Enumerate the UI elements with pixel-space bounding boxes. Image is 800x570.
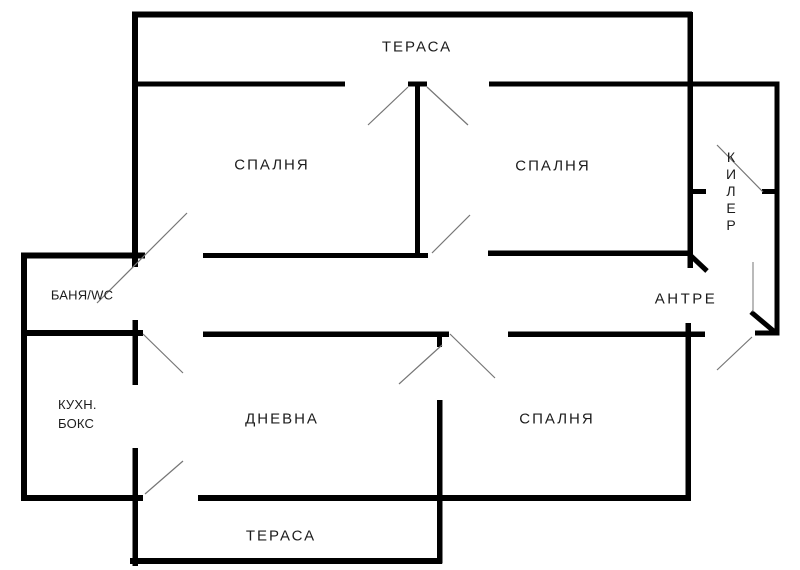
room-label-dnevna: ДНЕВНА (245, 410, 319, 428)
door-swing (449, 333, 496, 379)
door-swing (426, 86, 469, 126)
door-swing (142, 333, 184, 374)
door-swing (716, 144, 764, 193)
room-label-bedroom-top-right: СПАЛНЯ (515, 157, 591, 175)
door-swing (398, 344, 443, 385)
room-label-antre: АНТРЕ (654, 290, 718, 308)
door-swing (431, 214, 471, 254)
door-swing (144, 460, 184, 495)
door-swing (367, 86, 409, 126)
door-leaf (749, 310, 778, 335)
room-label-kitchen-box: КУХН. БОКС (58, 397, 97, 431)
door-swing (716, 336, 753, 371)
room-label-bedroom-top-left: СПАЛНЯ (234, 156, 310, 174)
door-leaf (687, 252, 709, 273)
room-label-banya-wc: БАНЯ/WC (50, 287, 114, 303)
room-label-bedroom-bottom: СПАЛНЯ (519, 410, 595, 428)
room-label-terrace-top: ТЕРАСА (381, 38, 453, 56)
door-swing (96, 212, 188, 304)
room-label-terrace-bottom: ТЕРАСА (245, 527, 317, 545)
room-label-kiler: К И Л Е Р (725, 149, 737, 233)
